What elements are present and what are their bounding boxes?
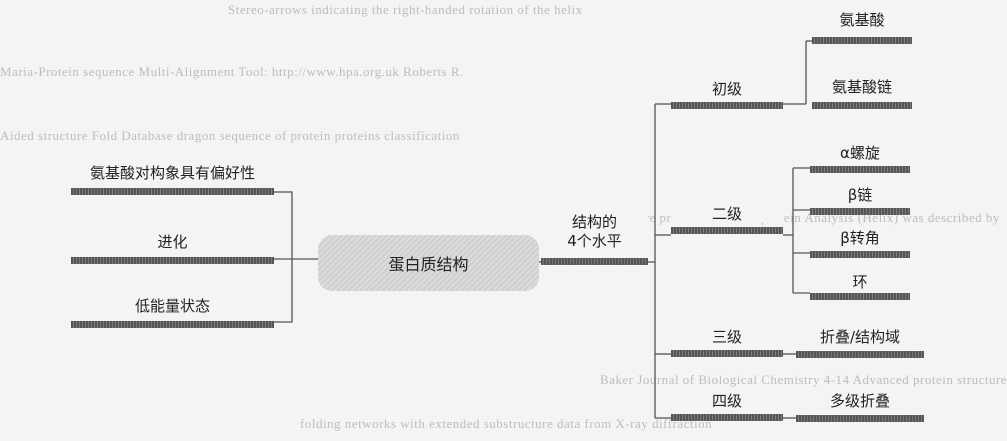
mid-label-line-2: 4个水平 (541, 232, 648, 250)
bg-text-line: Baker Journal of Biological Chemistry 4-… (600, 372, 1007, 387)
node-label: 多级折叠 (796, 392, 924, 410)
node-label: β链 (810, 186, 910, 204)
node-label: 低能量状态 (71, 297, 274, 315)
node-label: 初级 (671, 80, 783, 98)
node-bar (671, 227, 783, 234)
node-label: 环 (810, 273, 910, 291)
level-node-primary: 初级 (671, 80, 783, 110)
node-bar (810, 251, 910, 258)
node-bar (671, 102, 783, 109)
node-bar (796, 351, 924, 358)
node-bar (810, 293, 910, 300)
node-bar (541, 258, 648, 265)
node-bar (796, 415, 924, 422)
bg-text-line: Aided structure Fold Database dragon seq… (0, 128, 460, 143)
mid-label-line-1: 结构的 (541, 213, 648, 231)
left-node-amino-acid-preference: 氨基酸对构象具有偏好性 (71, 164, 274, 196)
center-label: 蛋白质结构 (388, 255, 469, 274)
node-bar (810, 166, 910, 173)
node-bar (812, 102, 912, 109)
leaf-node-fold-domain: 折叠/结构域 (796, 328, 924, 360)
node-label: 进化 (71, 233, 274, 251)
leaf-node-beta-strand: β链 (810, 186, 910, 218)
bg-text-line: Stereo-arrows indicating the right-hande… (228, 2, 583, 17)
node-bar (671, 414, 783, 421)
node-label: 二级 (671, 205, 783, 223)
mid-node-four-levels: 结构的 4个水平 (541, 213, 648, 269)
node-label: 折叠/结构域 (796, 328, 924, 346)
node-bar (71, 321, 274, 328)
node-bar (812, 37, 912, 44)
leaf-node-amino-acid-chain: 氨基酸链 (812, 78, 912, 110)
level-node-tertiary: 三级 (671, 328, 783, 358)
center-node-protein-structure: 蛋白质结构 (318, 235, 539, 291)
node-label: 氨基酸对构象具有偏好性 (71, 164, 274, 182)
node-bar (810, 208, 910, 215)
left-node-evolution: 进化 (71, 233, 274, 265)
node-bar (71, 257, 274, 264)
bg-text-line: Maria-Protein sequence Multi-Alignment T… (0, 64, 464, 79)
node-label: 三级 (671, 328, 783, 346)
left-node-low-energy-state: 低能量状态 (71, 297, 274, 329)
node-bar (71, 188, 274, 195)
leaf-node-multi-fold: 多级折叠 (796, 392, 924, 424)
level-node-quaternary: 四级 (671, 392, 783, 422)
bg-text-line: folding networks with extended substruct… (300, 416, 713, 431)
leaf-node-amino-acid: 氨基酸 (812, 11, 912, 44)
leaf-node-loop: 环 (810, 273, 910, 305)
node-label: 氨基酸 (812, 11, 912, 29)
level-node-secondary: 二级 (671, 205, 783, 235)
leaf-node-alpha-helix: α螺旋 (810, 144, 910, 176)
node-bar (671, 350, 783, 357)
leaf-node-beta-turn: β转角 (810, 229, 910, 261)
node-label: 氨基酸链 (812, 78, 912, 96)
node-label: β转角 (810, 229, 910, 247)
node-label: 四级 (671, 392, 783, 410)
node-label: α螺旋 (810, 144, 910, 162)
